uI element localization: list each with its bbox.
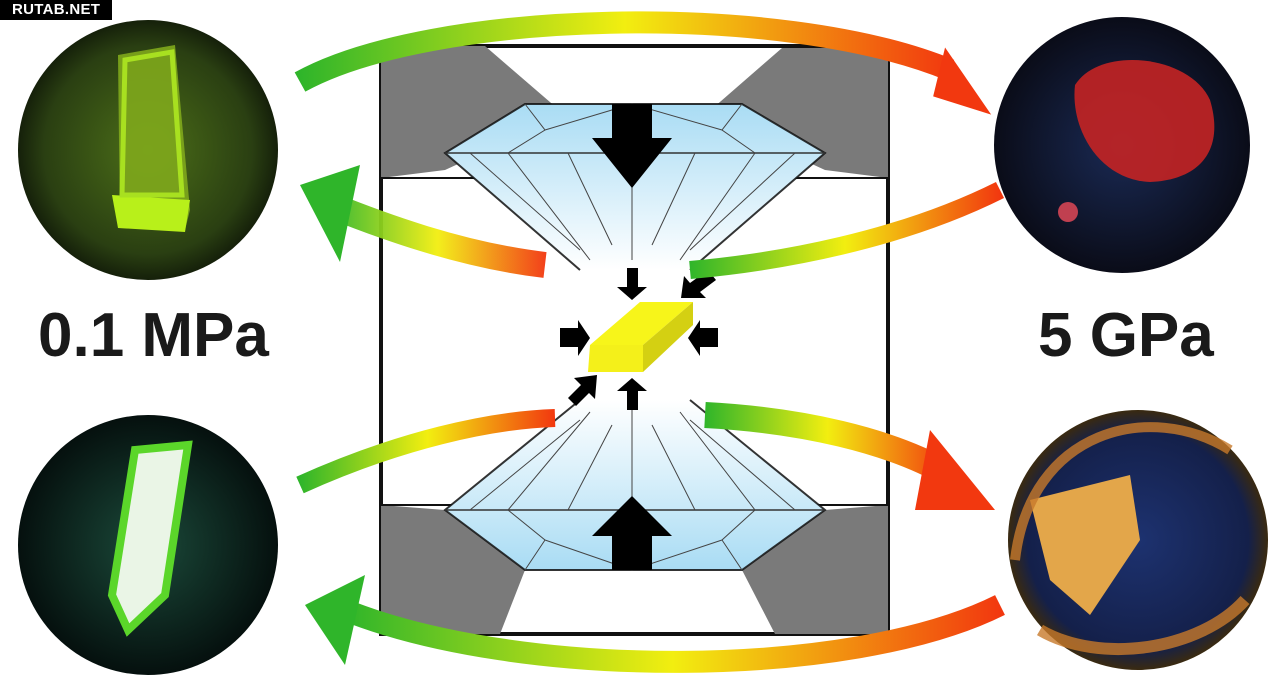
cell-frame [379,44,890,636]
top-right-seat [705,48,888,178]
crystal-2-ambient-image [18,415,278,675]
watermark: RUTAB.NET [0,0,113,20]
transition-arrows [294,11,1005,673]
bottom-force-arrow [592,496,672,570]
bottom-right-seat [742,505,888,634]
top-left-seat [381,46,565,178]
crystal-1-compressed-image [994,17,1250,273]
arrow-top-return [689,181,1005,279]
top-diamond-anvil [443,103,827,271]
top-force-arrow [592,104,672,188]
arrow-bottom-return [340,595,1005,673]
ambient-pressure-label: 0.1 MPa [38,301,269,370]
arrow-bottom-forward [296,409,556,494]
crystal-1-ambient-image [18,20,278,280]
arrow-top-return-head [300,165,360,262]
bottom-left-seat [381,505,525,634]
arrow-top-forward [294,11,955,92]
high-pressure-label: 5 GPa [1038,301,1214,370]
sample-crystal [588,302,693,372]
crystal-2-compressed-image [1008,410,1268,670]
